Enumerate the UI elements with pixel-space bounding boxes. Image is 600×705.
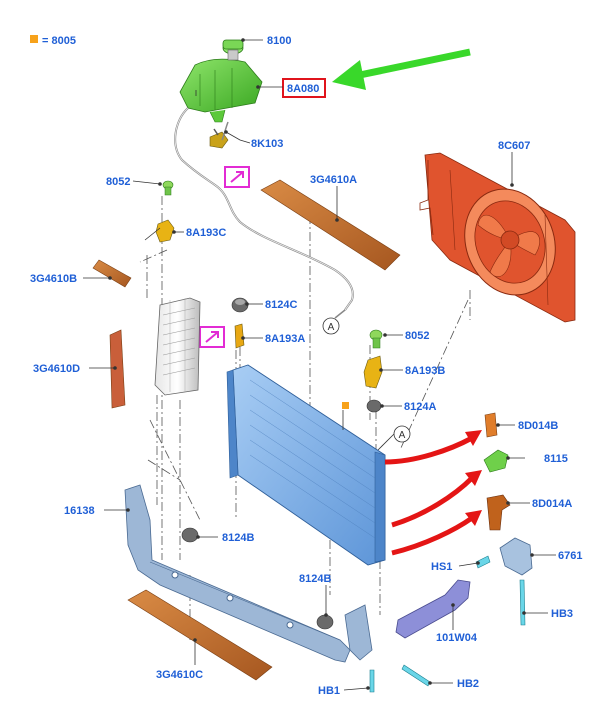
bracket-6761: [499, 537, 533, 576]
radiator: [226, 364, 386, 566]
callout-HS1: HS1: [431, 561, 452, 573]
flow-arrow: [391, 510, 482, 556]
flow-arrow: [384, 430, 482, 465]
flow-arrow: [391, 470, 482, 528]
callout-8D014B: 8D014B: [518, 420, 558, 432]
sensor-8115: [483, 449, 509, 473]
callout-8A193B: 8A193B: [405, 365, 445, 377]
callout-8124B-left: 8124B: [222, 532, 254, 544]
callout-8124C: 8124C: [265, 299, 297, 311]
callout-3G4610D: 3G4610D: [33, 363, 80, 375]
callout-3G4610B: 3G4610B: [30, 273, 77, 285]
callout-3G4610C: 3G4610C: [156, 669, 203, 681]
callout-8A080: 8A080: [287, 83, 319, 95]
foam-pad-3G4610B: [92, 259, 132, 288]
callout-8124A: 8124A: [404, 401, 436, 413]
mount-8124B-bottom: [316, 614, 334, 630]
coolant-reservoir: [179, 58, 263, 123]
callout-8D014A: 8D014A: [532, 498, 572, 510]
svg-text:A: A: [399, 430, 406, 441]
connector-mark-a-upper: A: [322, 317, 340, 335]
hose-connector-8A193B: [363, 355, 383, 389]
leader-lines: [83, 39, 556, 691]
bolt-HB2: [401, 664, 431, 687]
callout-8C607: 8C607: [498, 140, 530, 152]
callout-3G4610A: 3G4610A: [310, 174, 357, 186]
support-bracket-101W04: [395, 579, 471, 639]
connector-mark-a-lower: A: [393, 425, 411, 443]
callout-8A193A: 8A193A: [265, 333, 305, 345]
callout-8K103: 8K103: [251, 138, 283, 150]
callout-8100: 8100: [267, 35, 291, 47]
callout-16138: 16138: [64, 505, 95, 517]
legend-marker: [30, 35, 38, 43]
reservoir-cap: [222, 39, 244, 61]
callout-6761: 6761: [558, 550, 582, 562]
pointer-arrow: [332, 48, 471, 90]
hose-connector-8A193A: [234, 323, 245, 349]
callout-8052-top: 8052: [106, 176, 130, 188]
magenta-flag-icon: [199, 326, 225, 348]
foam-pad-3G4610A: [260, 179, 401, 271]
drain-plug-8D014B: [484, 412, 498, 438]
mount-8124B-left: [181, 527, 199, 543]
bolt-HB3: [519, 579, 526, 626]
bleed-screw-8052-right: [369, 329, 383, 349]
leader-dots: [108, 38, 534, 690]
auxiliary-cooler: [154, 297, 201, 396]
lower-carrier-bracket: [124, 484, 373, 663]
legend-label: = 8005: [42, 35, 76, 47]
callout-labels: 8100 8A080 8K103 3G4610A 8C607 8052 8A19…: [30, 35, 582, 697]
callout-HB2: HB2: [457, 678, 479, 690]
screw-HS1: [475, 555, 491, 569]
callout-8124B-bottom: 8124B: [299, 573, 331, 585]
callout-8A193C: 8A193C: [186, 227, 226, 239]
callout-101W04: 101W04: [436, 632, 478, 644]
drain-plug-8D014A: [486, 494, 511, 531]
foam-pad-3G4610D: [109, 329, 126, 409]
mount-8124A: [366, 399, 382, 413]
hose-connector-8A193C: [155, 219, 175, 243]
svg-text:A: A: [328, 322, 335, 333]
callout-HB1: HB1: [318, 685, 340, 697]
callout-HB3: HB3: [551, 608, 573, 620]
highlight-box: [282, 78, 326, 98]
magenta-flag-icon: [224, 166, 250, 188]
bolt-HB1: [369, 669, 375, 693]
foam-pad-3G4610C: [127, 589, 273, 681]
bleed-screw-8052-top: [162, 180, 174, 196]
callout-8052-right: 8052: [405, 330, 429, 342]
cooling-fan-shroud: [419, 152, 576, 323]
callout-8115: 8115: [544, 453, 568, 465]
